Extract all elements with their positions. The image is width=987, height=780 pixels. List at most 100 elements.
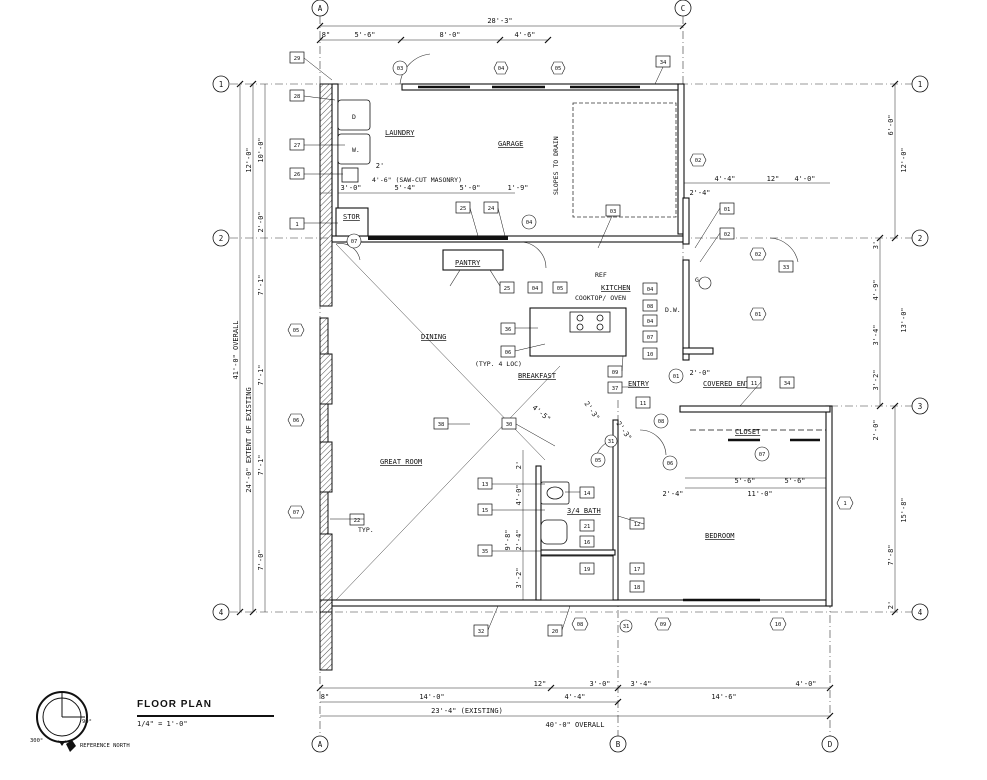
keynote-30: 30 — [506, 422, 513, 428]
door-tag-05: 05 — [595, 458, 602, 464]
dim-entry-a: 2'-4" — [689, 189, 710, 197]
window-tag-06-left: 06 — [293, 418, 300, 424]
north-label-300: 300° — [30, 738, 43, 744]
dim-top-a: 5'-6" — [354, 31, 375, 39]
dim-garage-c: 5'-0" — [459, 184, 480, 192]
window-tag-09: 09 — [660, 622, 667, 628]
keynote-24: 24 — [488, 206, 495, 212]
dim-left-a: 12'-0" — [245, 147, 253, 172]
bath-fixtures — [540, 481, 614, 601]
dimension-ticks — [236, 22, 899, 720]
grid-label-a-top: A — [318, 4, 323, 13]
grid-label-b-bottom: B — [616, 740, 621, 749]
dim-left-c: 2'-0" — [257, 211, 265, 232]
dim-kitchen-a: 2'-0" — [689, 369, 710, 377]
keynote-34-top: 34 — [660, 60, 667, 66]
label-dryer: D — [352, 113, 356, 121]
door-tag-08: 08 — [658, 419, 665, 425]
keynote-33: 33 — [783, 265, 790, 271]
keynote-12: 12 — [634, 522, 641, 528]
dim-garage-b: 5'-4" — [394, 184, 415, 192]
keynote-13: 13 — [482, 482, 489, 488]
dim-bot-c: 3'-0" — [589, 680, 610, 688]
grid-label-4-left: 4 — [219, 608, 224, 617]
dim-closet-d: 2'-4" — [662, 490, 683, 498]
garage-slab — [572, 102, 677, 218]
dim-diag-a: 4'-5" — [531, 404, 552, 424]
window-tag-02b: 02 — [755, 252, 762, 258]
dim-bot-e: 14'-6" — [711, 693, 736, 701]
dim-bot-left: 8" — [321, 693, 329, 701]
keynote-15: 15 — [482, 508, 489, 514]
keynote-04c: 04 — [647, 319, 654, 325]
dim-closet-a: 5'-6" — [734, 477, 755, 485]
window-tag-1: 1 — [843, 501, 846, 507]
grid-label-2-left: 2 — [219, 234, 224, 243]
dim-right-b: 12'-0" — [900, 147, 908, 172]
window-door-tags: 03 04 05 02 02 01 05 06 07 07 04 01 08 0… — [287, 60, 854, 633]
door-tag-06: 06 — [667, 461, 674, 467]
dim-left-overall: 41'-0" OVERALL — [232, 320, 240, 379]
note-typ-4-loc: (TYP. 4 LOC) — [475, 360, 522, 368]
dim-entry-d: 4'-0" — [794, 175, 815, 183]
laundry-appliances — [337, 99, 371, 183]
dim-top-c: 4'-6" — [514, 31, 535, 39]
dim-right-i: 15'-8" — [900, 497, 908, 522]
room-bath: 3/4 BATH — [567, 507, 601, 515]
window-tag-05: 05 — [555, 66, 562, 72]
keynote-27: 27 — [294, 143, 301, 149]
dim-bot-a: 14'-0" — [419, 693, 444, 701]
grid-label-a-bottom: A — [318, 740, 323, 749]
dim-bath-c: 3'-2" — [515, 567, 523, 588]
label-dw: D.W. — [665, 306, 681, 314]
keynote-11b: 11 — [751, 381, 758, 387]
grid-label-4-right: 4 — [918, 608, 923, 617]
room-closet: CLOSET — [735, 428, 761, 436]
north-caption: REFERENCE NORTH — [80, 743, 130, 749]
keynote-31: 31 — [608, 439, 615, 445]
keynote-02: 02 — [724, 232, 731, 238]
label-washer: W. — [352, 146, 360, 154]
grid-label-1-left: 1 — [219, 80, 224, 89]
window-tag-10: 10 — [775, 622, 782, 628]
door-tag-07-closet: 07 — [759, 452, 766, 458]
keynote-34-mid: 34 — [784, 381, 791, 387]
dim-right-k: 2' — [887, 601, 895, 609]
dim-entry-c: 12" — [767, 175, 780, 183]
keynote-04a: 04 — [532, 286, 539, 292]
exterior-walls — [319, 83, 333, 671]
keynote-29: 29 — [294, 56, 301, 62]
keynote-08: 08 — [647, 304, 654, 310]
room-kitchen: KITCHEN — [601, 284, 631, 292]
keynote-25a: 25 — [460, 206, 467, 212]
window-tag-08: 08 — [577, 622, 584, 628]
drawing-title: FLOOR PLAN — [137, 699, 212, 710]
window-tag-07-left: 07 — [293, 510, 300, 516]
dim-top-b: 8'-0" — [439, 31, 460, 39]
keynote-16: 16 — [584, 540, 591, 546]
dim-right-f: 3'-4" — [872, 324, 880, 345]
room-pantry: PANTRY — [455, 259, 481, 267]
dim-bath-d: 9'-8" — [504, 529, 512, 550]
keynote-32: 32 — [478, 629, 485, 635]
keynote-36: 36 — [505, 327, 512, 333]
keynote-26: 26 — [294, 172, 301, 178]
dim-right-d: 3' — [872, 241, 880, 249]
dim-diag-b: 2'-3" — [582, 400, 601, 422]
keynote-18: 18 — [634, 585, 641, 591]
door-tag-01: 01 — [673, 374, 680, 380]
keynote-01: 01 — [724, 207, 731, 213]
room-laundry: LAUNDRY — [385, 129, 415, 137]
keynote-21: 21 — [584, 524, 591, 530]
note-sawcut-masonry: 4'-6" (SAW-CUT MASONRY) — [372, 176, 462, 184]
dim-closet-c: 11'-0" — [747, 490, 772, 498]
keynote-04b: 04 — [647, 287, 654, 293]
keynote-17: 17 — [634, 567, 641, 573]
drawing-scale: 1/4" = 1'-0" — [137, 720, 188, 728]
keynote-09: 09 — [612, 370, 619, 376]
dim-bath-e: 2' — [515, 461, 523, 469]
keynote-38: 38 — [438, 422, 445, 428]
keynote-1: 1 — [295, 222, 298, 228]
keynote-leaders — [303, 57, 762, 631]
keynote-14: 14 — [584, 491, 591, 497]
